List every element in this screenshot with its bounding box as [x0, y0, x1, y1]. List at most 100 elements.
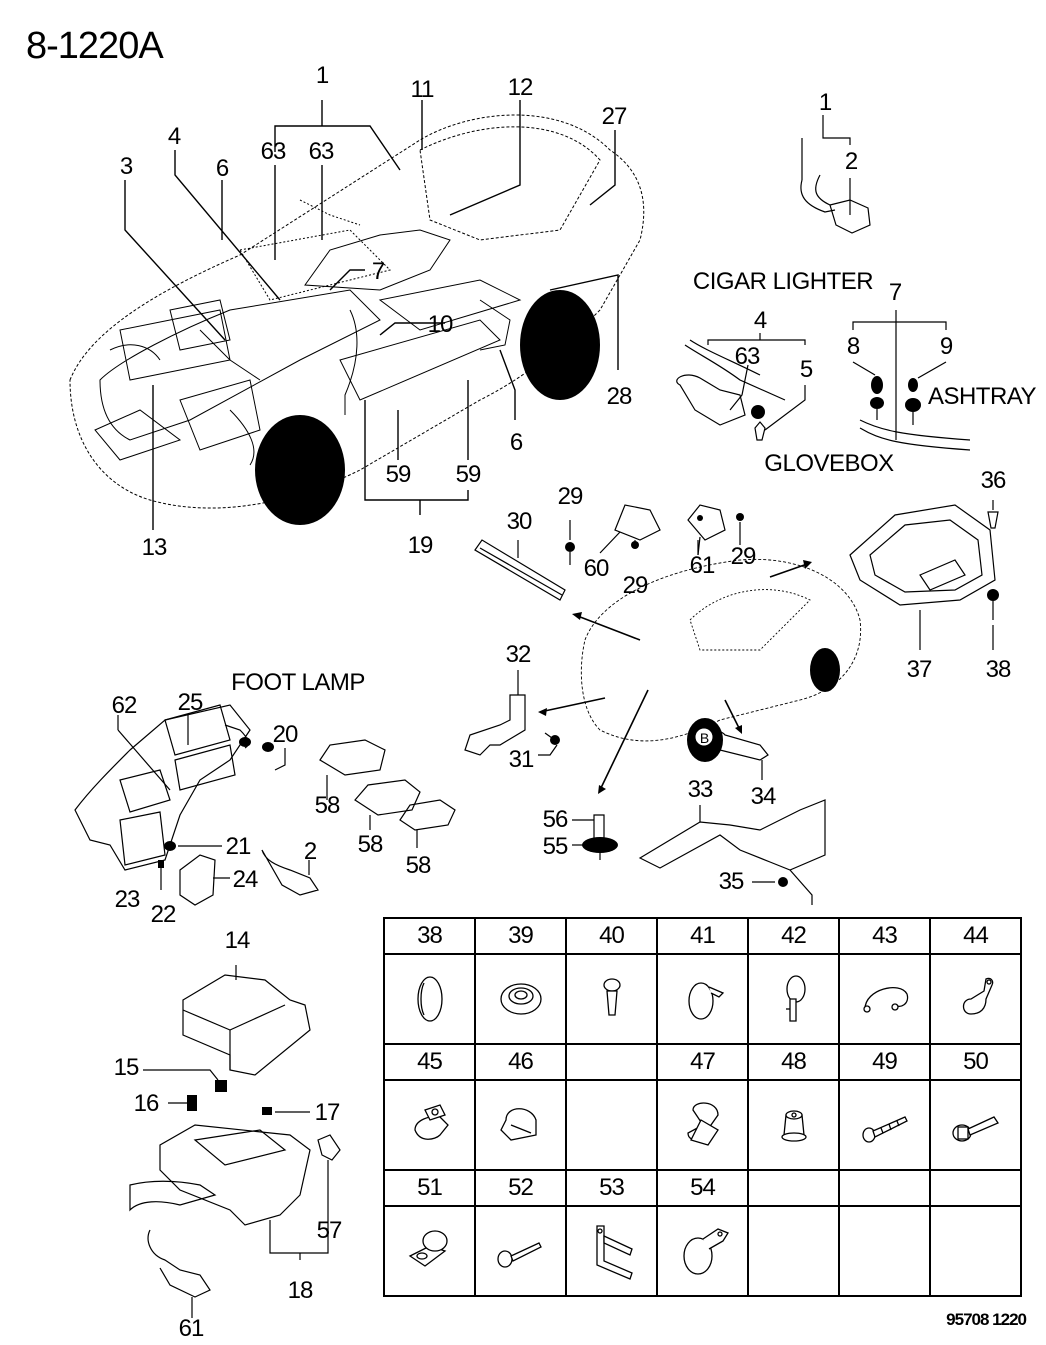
part-number-cell: 44 [929, 917, 1022, 955]
part-illustration-cell [656, 1205, 749, 1297]
callout-label: 7 [888, 279, 902, 306]
callout-label: 36 [980, 467, 1007, 494]
part-illustration-cell [565, 953, 658, 1045]
callout-label: 58 [405, 852, 432, 879]
callout-label: 63 [308, 138, 335, 165]
diagram-title: 8-1220A [26, 25, 164, 67]
part-number-cell: 46 [474, 1043, 567, 1081]
part-number-cell [929, 1169, 1022, 1207]
callout-label: 28 [606, 383, 633, 410]
part-number-cell: 42 [747, 917, 840, 955]
saddle-clip-icon [499, 1108, 537, 1141]
cigar-lighter-caption: CIGAR LIGHTER [692, 268, 874, 295]
cable-clip-icon [408, 1230, 448, 1267]
callout-label: 38 [985, 656, 1012, 683]
callout-label: 9 [939, 333, 953, 360]
push-clip-icon [602, 978, 621, 1016]
tapping-screw-icon [861, 1116, 908, 1143]
part-illustration-cell [565, 1079, 658, 1171]
part-number-cell: 52 [474, 1169, 567, 1207]
callout-label: 58 [357, 831, 384, 858]
callout-label: 6 [509, 429, 523, 456]
callout-label: 31 [508, 746, 535, 773]
callout-label: 23 [114, 886, 141, 913]
callout-label: 58 [314, 792, 341, 819]
callout-label: 18 [287, 1277, 314, 1304]
callout-label: 61 [178, 1315, 205, 1342]
part-illustration-cell [565, 1205, 658, 1297]
callout-label: 25 [177, 689, 204, 716]
main-car-illustration [69, 114, 645, 525]
callout-label: 5 [799, 356, 813, 383]
callout-label: 15 [113, 1054, 140, 1081]
callout-label: 30 [506, 508, 533, 535]
callout-label: 59 [455, 461, 482, 488]
callout-label: 29 [730, 543, 757, 570]
part-number-cell: 49 [838, 1043, 931, 1081]
cable-tie-clip-icon [785, 975, 806, 1022]
part-number-cell: 39 [474, 917, 567, 955]
part-number-cell: 50 [929, 1043, 1022, 1081]
callout-label: 56 [542, 806, 569, 833]
callout-label: 61 [689, 552, 716, 579]
part-illustration-cell [383, 1205, 476, 1297]
part-number-cell: 54 [656, 1169, 749, 1207]
part-number-cell: 53 [565, 1169, 658, 1207]
part-number-cell [565, 1043, 658, 1081]
fuse-box-illustration [129, 965, 341, 1318]
band-clip-icon [687, 982, 724, 1020]
callout-label: 29 [622, 572, 649, 599]
callout-label: 13 [141, 534, 168, 561]
parts-icon-row [383, 1079, 1022, 1171]
callout-label: 22 [150, 901, 177, 928]
part-number-cell: 43 [838, 917, 931, 955]
pipe-clamp-icon [682, 1228, 729, 1275]
glovebox-illustration [676, 333, 806, 441]
part-illustration-cell [929, 1205, 1022, 1297]
callout-label: 57 [316, 1217, 343, 1244]
part-number-cell [838, 1169, 931, 1207]
callout-label: 1 [818, 89, 832, 116]
callout-label: 55 [542, 833, 569, 860]
callout-label: 37 [906, 656, 933, 683]
body-marker-circle [694, 727, 714, 747]
parts-icon-row [383, 1205, 1022, 1297]
callout-label: 17 [314, 1099, 341, 1126]
callout-label: 6 [215, 155, 229, 182]
callout-label: 27 [601, 103, 628, 130]
callout-label: 59 [385, 461, 412, 488]
part-illustration-cell [838, 1079, 931, 1171]
part-illustration-cell [747, 953, 840, 1045]
callout-label: 20 [272, 721, 299, 748]
grommet-round-icon [499, 983, 542, 1015]
callout-label: 21 [225, 833, 252, 860]
callout-label: 11 [410, 76, 435, 103]
part-illustration-cell [474, 953, 567, 1045]
callout-label: 4 [753, 307, 767, 334]
part-illustration-cell [929, 1079, 1022, 1171]
body-marker-label: B [699, 730, 709, 746]
part-number-cell [747, 1169, 840, 1207]
part-illustration-cell [383, 1079, 476, 1171]
callout-label: 60 [583, 555, 610, 582]
part-illustration-cell [383, 953, 476, 1045]
part-illustration-cell [747, 1079, 840, 1171]
part-number-cell: 41 [656, 917, 749, 955]
callout-label: 14 [224, 927, 251, 954]
ashtray-illustration [852, 310, 971, 451]
callout-label: 4 [167, 123, 181, 150]
ashtray-caption: ASHTRAY [927, 383, 1037, 410]
part-number-cell: 47 [656, 1043, 749, 1081]
part-illustration-cell [474, 1079, 567, 1171]
part-number-cell: 38 [383, 917, 476, 955]
callout-label: 63 [260, 138, 287, 165]
callout-label: 8 [846, 333, 860, 360]
part-illustration-cell [656, 953, 749, 1045]
cigar-lighter-illustration [800, 115, 871, 234]
callout-label: 24 [232, 866, 259, 893]
